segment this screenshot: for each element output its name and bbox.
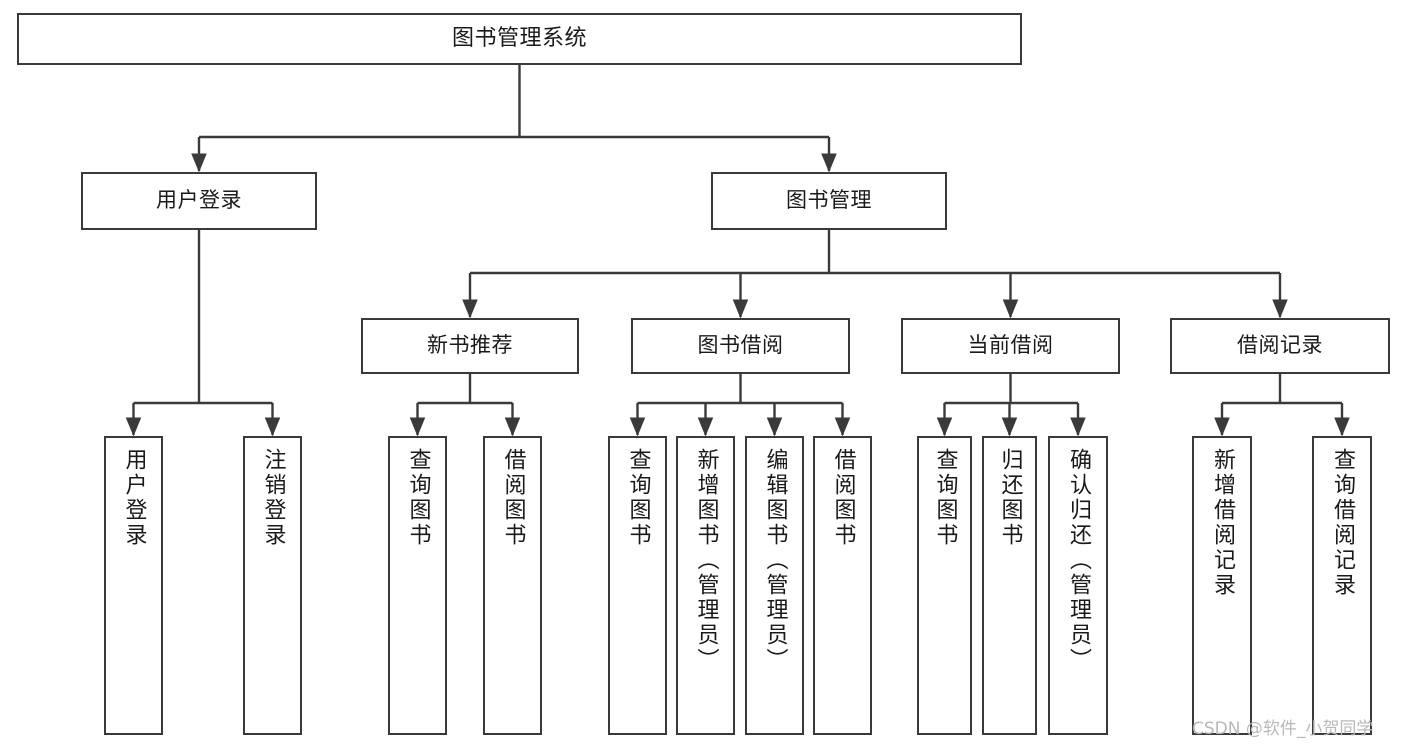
node-l3-c3[interactable]: 编辑图书（管理员） <box>745 436 804 735</box>
arrowhead-icon <box>191 153 207 173</box>
node-label: 借阅图书 <box>830 448 856 548</box>
node-label: 注销登录 <box>260 448 286 548</box>
node-l3-b2[interactable]: 借阅图书 <box>483 436 542 735</box>
node-l2-borrow[interactable]: 图书借阅 <box>631 318 850 374</box>
watermark: CSDN @软件_小贺同学 <box>1192 719 1374 739</box>
node-root[interactable]: 图书管理系统 <box>17 13 1022 65</box>
arrowhead-icon <box>462 299 478 319</box>
node-l3-a2[interactable]: 注销登录 <box>243 436 302 735</box>
arrowhead-icon <box>1001 417 1018 437</box>
node-l3-d2[interactable]: 归还图书 <box>982 436 1037 735</box>
node-l3-a1[interactable]: 用户登录 <box>104 436 163 735</box>
arrowhead-icon <box>125 417 142 437</box>
node-label: 图书借阅 <box>697 333 784 358</box>
node-l2-current[interactable]: 当前借阅 <box>901 318 1120 374</box>
arrowhead-icon <box>1334 417 1350 437</box>
node-label: 图书管理 <box>786 188 872 213</box>
node-label: 确认归还（管理员） <box>1066 448 1091 673</box>
arrowhead-icon <box>1070 417 1086 437</box>
node-l3-b1[interactable]: 查询图书 <box>388 436 447 735</box>
node-l3-d1[interactable]: 查询图书 <box>917 436 972 735</box>
arrowhead-icon <box>1214 417 1230 437</box>
node-l2-new[interactable]: 新书推荐 <box>361 318 579 374</box>
arrowhead-icon <box>821 153 837 173</box>
arrowhead-icon <box>834 417 851 437</box>
node-label: 查询借阅记录 <box>1330 448 1355 598</box>
node-l3-d3[interactable]: 确认归还（管理员） <box>1048 436 1108 735</box>
node-l3-c2[interactable]: 新增图书（管理员） <box>676 436 735 735</box>
node-label: 用户登录 <box>121 448 147 548</box>
node-label: 借阅图书 <box>500 448 526 548</box>
arrowhead-icon <box>936 417 953 437</box>
node-l3-c1[interactable]: 查询图书 <box>608 436 667 735</box>
node-label: 编辑图书（管理员） <box>762 448 788 673</box>
node-label: 查询图书 <box>625 448 651 548</box>
node-label: 新增图书（管理员） <box>693 448 719 673</box>
arrowhead-icon <box>1002 299 1019 319</box>
node-label: 查询图书 <box>405 448 431 548</box>
arrowhead-icon <box>1272 299 1288 319</box>
node-label: 借阅记录 <box>1237 333 1323 358</box>
arrowhead-icon <box>732 299 749 319</box>
node-l1-book[interactable]: 图书管理 <box>711 172 947 230</box>
node-label: 新增借阅记录 <box>1210 448 1235 598</box>
node-label: 当前借阅 <box>967 333 1054 358</box>
arrowhead-icon <box>264 417 281 437</box>
node-l2-record[interactable]: 借阅记录 <box>1170 318 1390 374</box>
node-l3-e2[interactable]: 查询借阅记录 <box>1312 436 1372 735</box>
node-l1-login[interactable]: 用户登录 <box>81 172 317 230</box>
node-l3-c4[interactable]: 借阅图书 <box>813 436 872 735</box>
node-l3-e1[interactable]: 新增借阅记录 <box>1192 436 1252 735</box>
node-label: 查询图书 <box>932 448 958 548</box>
node-label: 用户登录 <box>156 188 242 213</box>
arrowhead-icon <box>766 417 783 437</box>
arrowhead-icon <box>629 417 646 437</box>
arrowhead-icon <box>504 417 521 437</box>
arrowhead-icon <box>409 417 426 437</box>
node-label: 图书管理系统 <box>451 25 587 51</box>
node-label: 新书推荐 <box>427 333 513 358</box>
arrowhead-icon <box>697 417 714 437</box>
node-label: 归还图书 <box>997 448 1023 548</box>
